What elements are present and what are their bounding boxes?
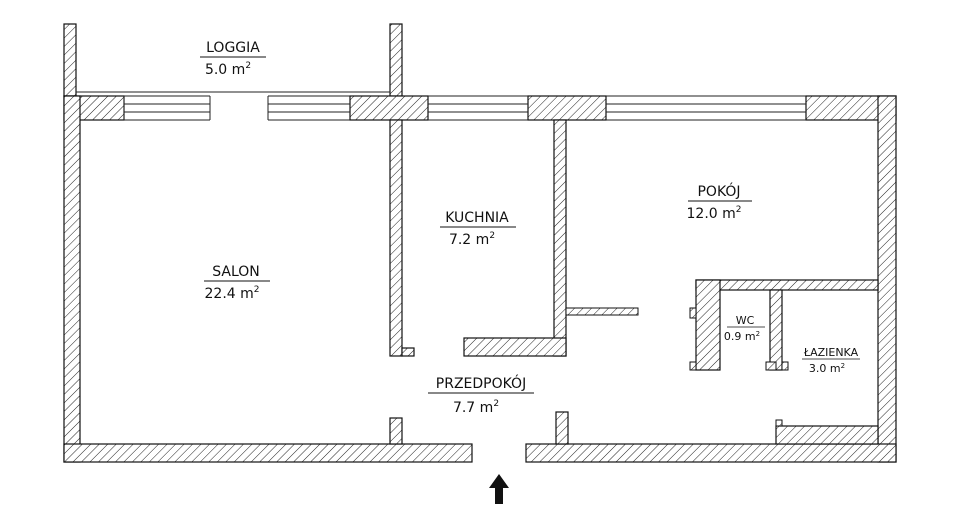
top-wall-mid-2 [527, 95, 607, 121]
loggia-wall-right [389, 23, 403, 97]
room-area-pokoj: 12.0 m2 [687, 205, 742, 222]
room-name-kuchnia: KUCHNIA [445, 210, 509, 226]
wall-kuchnia-bottom [463, 337, 567, 357]
room-name-loggia: LOGGIA [206, 40, 260, 56]
bottom-wall-left [63, 443, 473, 463]
room-area-loggia: 5.0 m2 [205, 61, 251, 78]
loggia-wall-left [63, 23, 77, 97]
room-area-lazienka: 3.0 m2 [809, 362, 845, 375]
wall-bath-top [695, 279, 879, 291]
wall-salon-kuchnia [389, 119, 403, 357]
top-wall-mid-1 [349, 95, 429, 121]
room-name-salon: SALON [212, 264, 260, 280]
entrance-arrow-icon [489, 474, 509, 504]
room-name-pokoj: POKÓJ [697, 182, 740, 200]
room-name-lazienka: ŁAZIENKA [803, 346, 859, 359]
room-area-kuchnia: 7.2 m2 [449, 231, 495, 248]
window-salon-right [267, 95, 350, 121]
wall-hall-stub [555, 411, 569, 445]
room-salon: SALON 22.4 m2 [204, 264, 270, 302]
wall-salon-stub [389, 417, 403, 445]
room-area-wc: 0.9 m2 [724, 330, 760, 343]
room-lazienka: ŁAZIENKA 3.0 m2 [802, 346, 860, 375]
closet-partition [565, 307, 639, 316]
room-name-przedpokoj: PRZEDPOKÓJ [436, 374, 526, 392]
wall-wc-left [695, 279, 721, 371]
wall-right [877, 95, 897, 463]
room-area-przedpokoj: 7.7 m2 [453, 399, 499, 416]
room-kuchnia: KUCHNIA 7.2 m2 [440, 210, 516, 248]
room-wc: WC 0.9 m2 [724, 314, 765, 343]
walls [63, 23, 897, 463]
room-area-salon: 22.4 m2 [205, 285, 260, 302]
wall-left [63, 95, 81, 463]
wall-kuchnia-pokoj [553, 119, 567, 357]
room-name-wc: WC [736, 314, 755, 327]
bottom-wall-right [525, 443, 897, 463]
room-pokoj: POKÓJ 12.0 m2 [687, 182, 752, 222]
wall-lazienka-bottom [775, 425, 879, 445]
wall-wc-lazienka [769, 289, 783, 371]
room-przedpokoj: PRZEDPOKÓJ 7.7 m2 [428, 374, 534, 416]
window-salon [123, 95, 211, 121]
room-loggia: LOGGIA 5.0 m2 [200, 40, 266, 78]
windows [76, 91, 806, 121]
door-details [689, 307, 789, 427]
window-pokoj [606, 95, 806, 121]
wall-salon-stub-cap [401, 347, 415, 357]
window-kuchnia [428, 95, 528, 121]
